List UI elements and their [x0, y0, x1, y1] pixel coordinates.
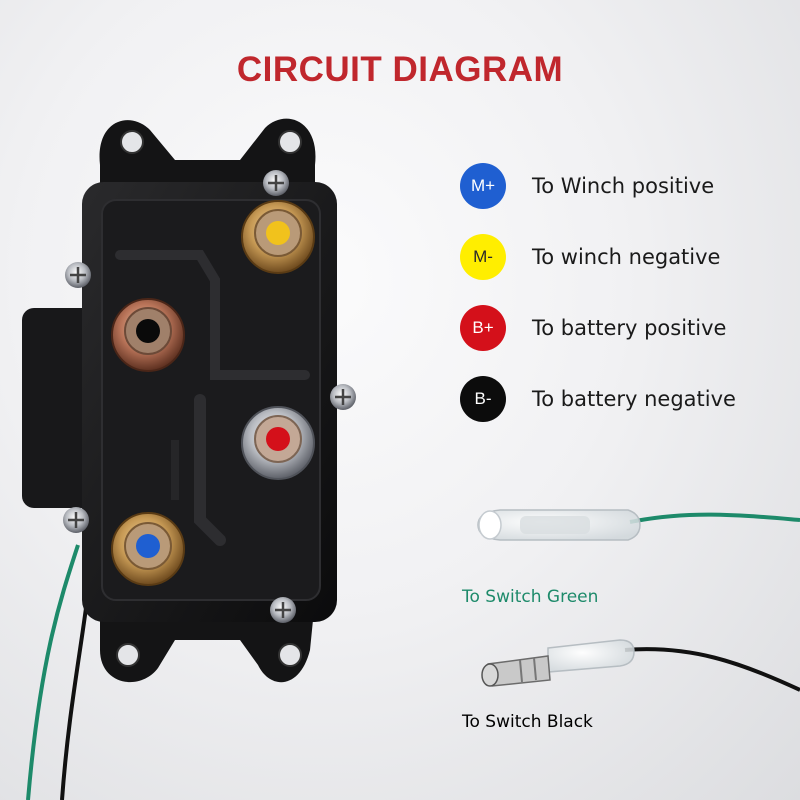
legend-item: M- To winch negative — [460, 234, 720, 280]
terminal-m-plus — [111, 512, 185, 586]
black-wire-label: To Switch Black — [462, 712, 593, 732]
legend-marker: M- — [460, 234, 506, 280]
legend-label: To Winch positive — [532, 174, 715, 198]
legend-label: To winch negative — [532, 245, 721, 269]
mount-hole-top-left — [120, 130, 144, 154]
legend-marker: B+ — [460, 305, 506, 351]
legend-item: M+ To Winch positive — [460, 163, 714, 209]
relay-green-wire — [26, 544, 80, 800]
winch-relay — [22, 118, 337, 683]
terminal-b-minus — [111, 298, 185, 372]
terminal-m-minus — [241, 200, 315, 274]
mount-hole-bottom-right — [278, 643, 302, 667]
screw-left — [65, 262, 91, 288]
screw-bottom — [270, 597, 296, 623]
screw-bottom-left — [63, 507, 89, 533]
legend-item: B- To battery negative — [460, 376, 736, 422]
black-switch-connector — [481, 639, 800, 692]
legend-item: B+ To battery positive — [460, 305, 726, 351]
mount-hole-bottom-left — [116, 643, 140, 667]
legend-marker: M+ — [460, 163, 506, 209]
terminal-b-plus — [241, 406, 315, 480]
green-switch-connector — [477, 509, 800, 541]
legend-marker: B- — [460, 376, 506, 422]
screw-top — [263, 170, 289, 196]
green-wire-label: To Switch Green — [462, 587, 599, 607]
legend-label: To battery positive — [532, 316, 727, 340]
screw-right — [330, 384, 356, 410]
legend-label: To battery negative — [532, 387, 736, 411]
mount-hole-top-right — [278, 130, 302, 154]
page-title: CIRCUIT DIAGRAM — [236, 50, 564, 89]
